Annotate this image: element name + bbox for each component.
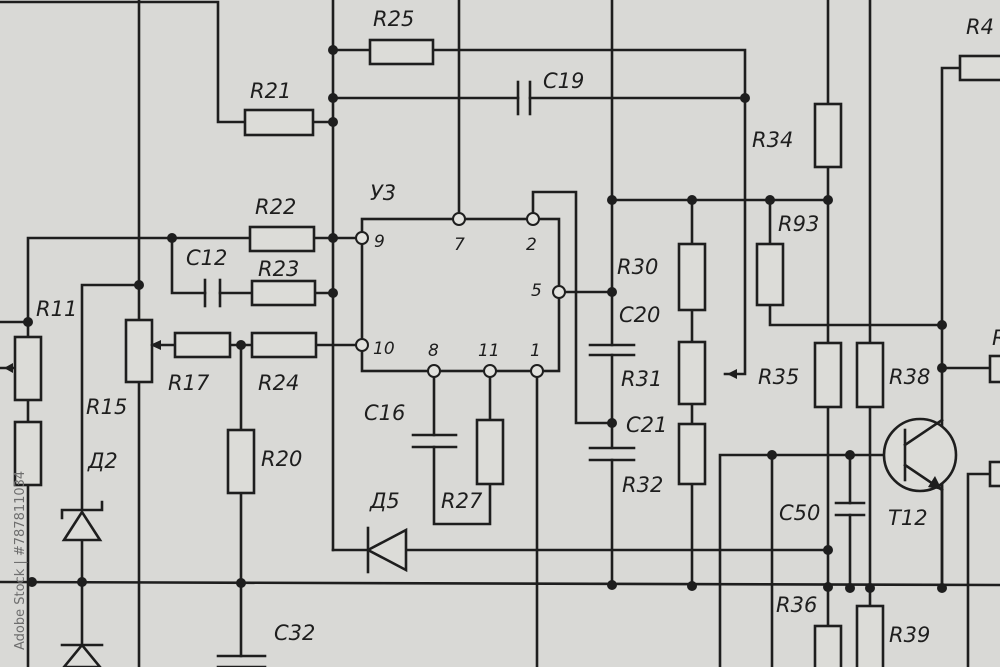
component-labels: R25 R21 C19 R34 R93 R22 C12 R23 R11 R15 … bbox=[36, 7, 1000, 647]
resistor-r24 bbox=[250, 331, 318, 359]
label-r36: R36 bbox=[776, 593, 817, 617]
label-d2: Д2 bbox=[87, 449, 118, 473]
ic-pin-10 bbox=[355, 338, 369, 352]
resistor-r22 bbox=[248, 225, 316, 253]
ic-pin-9 bbox=[355, 231, 369, 245]
label-u3: У3 bbox=[370, 181, 396, 205]
label-r30: R30 bbox=[617, 255, 658, 279]
resistor-right-partial bbox=[988, 354, 1000, 384]
resistor-right-partial-2 bbox=[988, 460, 1000, 488]
resistor-r11 bbox=[13, 335, 43, 402]
ic-pin-7 bbox=[452, 212, 466, 226]
resistor-r32 bbox=[677, 422, 707, 486]
junctions bbox=[23, 45, 947, 593]
resistor-r21 bbox=[243, 108, 315, 137]
label-c20: C20 bbox=[619, 303, 660, 327]
label-r24: R24 bbox=[258, 371, 299, 395]
label-r31: R31 bbox=[621, 367, 662, 391]
label-r-partial: R bbox=[992, 326, 1000, 350]
capacitor-c32 bbox=[216, 654, 267, 667]
resistor-r39 bbox=[855, 604, 885, 667]
ic-pin-labels: 9 7 2 5 10 8 11 1 bbox=[373, 232, 542, 361]
label-r27: R27 bbox=[441, 489, 483, 513]
resistor-r11-lower bbox=[13, 420, 43, 487]
resistor-r38 bbox=[855, 341, 885, 409]
resistor-r20 bbox=[226, 428, 256, 495]
ic-pin-11 bbox=[483, 364, 497, 378]
capacitors bbox=[203, 80, 866, 667]
pin-label-2: 2 bbox=[526, 235, 537, 255]
label-r39: R39 bbox=[889, 623, 930, 647]
resistor-r17 bbox=[173, 331, 232, 359]
resistor-r93 bbox=[755, 242, 785, 307]
label-c50: C50 bbox=[779, 501, 820, 525]
resistor-r27 bbox=[475, 418, 505, 486]
label-r93: R93 bbox=[778, 212, 819, 236]
label-c19: C19 bbox=[543, 69, 584, 93]
label-r23: R23 bbox=[258, 257, 299, 281]
label-c32: C32 bbox=[274, 621, 315, 645]
label-r11: R11 bbox=[36, 297, 77, 321]
ic-pin-5 bbox=[552, 285, 566, 299]
ic-u3 bbox=[355, 212, 566, 378]
diode-lower bbox=[60, 642, 104, 667]
pin-label-1: 1 bbox=[530, 341, 541, 361]
ic-pin-2 bbox=[526, 212, 540, 226]
stock-watermark: Adobe Stock | #787811034 bbox=[13, 471, 28, 650]
capacitor-c16 bbox=[411, 433, 458, 449]
label-r22: R22 bbox=[255, 195, 296, 219]
label-r34: R34 bbox=[752, 128, 793, 152]
transistor-t12 bbox=[882, 417, 958, 493]
resistor-r35 bbox=[813, 341, 843, 409]
label-c21: C21 bbox=[626, 413, 667, 437]
diode-d2 bbox=[60, 500, 104, 542]
label-r32: R32 bbox=[622, 473, 663, 497]
diodes bbox=[60, 500, 408, 667]
capacitor-c21 bbox=[588, 446, 636, 462]
label-t12: T12 bbox=[888, 506, 928, 530]
resistor-r25 bbox=[368, 38, 435, 66]
resistors bbox=[13, 38, 1000, 667]
resistor-r30 bbox=[677, 242, 707, 312]
ic-pin-8 bbox=[427, 364, 441, 378]
resistor-r36 bbox=[813, 624, 843, 667]
label-d5: Д5 bbox=[369, 489, 400, 513]
diode-d5 bbox=[365, 526, 408, 574]
wipers bbox=[4, 340, 737, 379]
label-c12: C12 bbox=[186, 246, 227, 270]
label-r15: R15 bbox=[86, 395, 127, 419]
pin-label-9: 9 bbox=[374, 232, 385, 252]
pin-label-11: 11 bbox=[478, 341, 500, 361]
resistor-r15 bbox=[124, 318, 154, 384]
label-c16: C16 bbox=[364, 401, 405, 425]
resistor-r23 bbox=[250, 279, 317, 307]
resistor-r4 bbox=[958, 54, 1000, 82]
resistor-r31 bbox=[677, 340, 707, 406]
capacitor-c12 bbox=[203, 278, 222, 308]
label-r17: R17 bbox=[168, 371, 210, 395]
label-r21: R21 bbox=[250, 79, 291, 103]
pin-label-7: 7 bbox=[454, 235, 465, 255]
label-r4-partial: R4 bbox=[966, 15, 994, 39]
label-r25: R25 bbox=[373, 7, 414, 31]
pin-label-5: 5 bbox=[531, 281, 542, 301]
pin-label-8: 8 bbox=[428, 341, 439, 361]
label-r20: R20 bbox=[261, 447, 302, 471]
label-r35: R35 bbox=[758, 365, 799, 389]
pin-label-10: 10 bbox=[373, 339, 395, 359]
capacitor-c50 bbox=[834, 501, 866, 517]
ic-pin-1 bbox=[530, 364, 544, 378]
resistor-r34 bbox=[813, 102, 843, 169]
capacitor-c19 bbox=[516, 80, 532, 116]
capacitor-c20 bbox=[588, 343, 636, 357]
label-r38: R38 bbox=[889, 365, 930, 389]
